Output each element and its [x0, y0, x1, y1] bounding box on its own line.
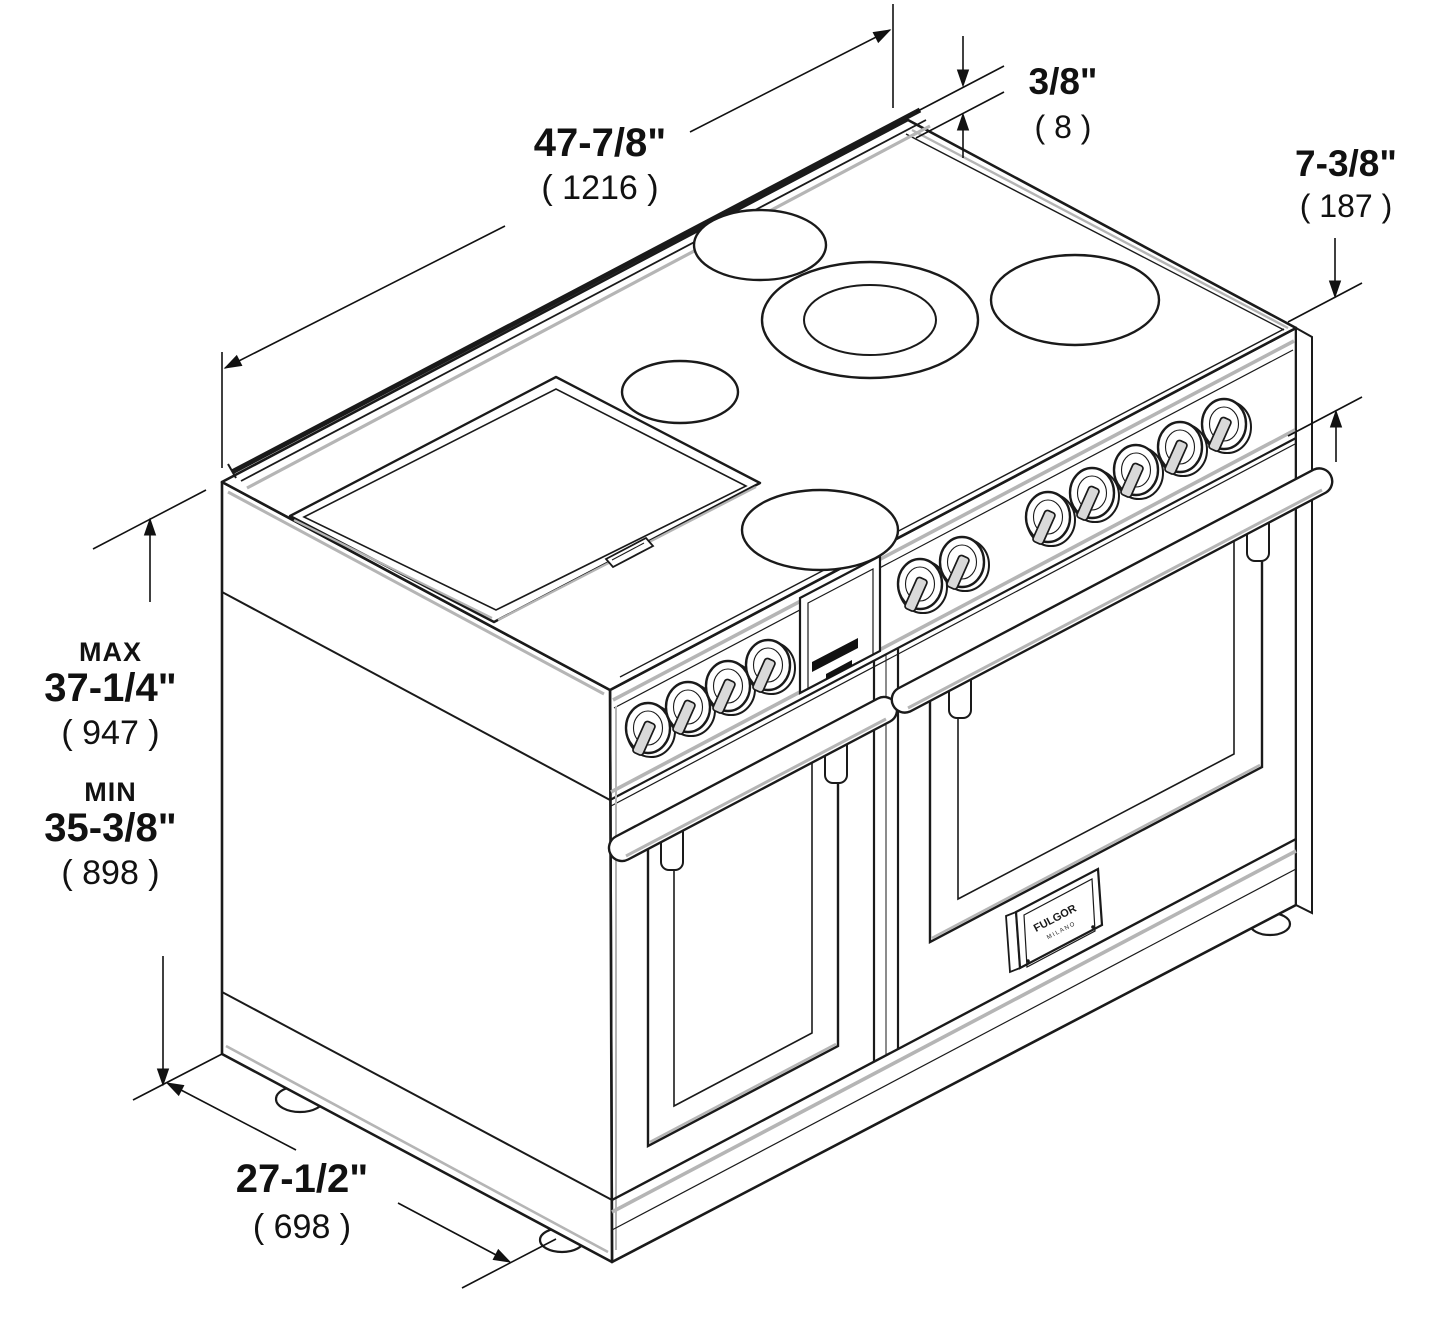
left-door-handle: [607, 695, 899, 871]
control-panel: [609, 339, 1297, 1250]
burner-back-left: [692, 208, 828, 282]
control-knob: [704, 659, 756, 716]
control-knob: [1112, 443, 1164, 500]
width-dimension-label: 47-7/8" ( 1216 ): [440, 121, 760, 208]
display-readout: [826, 660, 852, 680]
right-door-handle: [890, 467, 1334, 719]
backguard-dimension-lines: [915, 36, 1005, 158]
burner-center-outer: [760, 260, 980, 380]
side-panel-seams: [221, 490, 613, 1254]
depth-imperial: 27-1/2": [235, 1157, 369, 1201]
backguard-trim: [227, 107, 931, 490]
burner-back-right: [989, 253, 1161, 347]
width-dimension-lines: [221, 4, 894, 468]
control-panel-imperial: 7-3/8": [1295, 143, 1397, 184]
control-knob-row: [624, 397, 1252, 758]
griddle: [288, 375, 762, 624]
base-band: [611, 837, 1297, 1231]
height-dimension-lines: [92, 489, 223, 1101]
handle-bar: [607, 695, 899, 863]
cooktop-rim: [619, 128, 1289, 678]
depth-dimension-lines: [165, 1082, 557, 1289]
control-panel-dimension-lines: [1287, 238, 1363, 462]
burner-front-center: [740, 488, 900, 572]
control-knob: [1156, 420, 1208, 477]
control-knob: [1024, 490, 1076, 547]
control-panel-metric: ( 187 ): [1299, 187, 1393, 224]
burner-center-inner: [803, 284, 937, 356]
height-min-metric: ( 898 ): [61, 854, 160, 893]
backguard-dimension-label: 3/8" ( 8 ): [988, 62, 1138, 145]
oven-door-left: [646, 718, 840, 1148]
width-metric: ( 1216 ): [541, 169, 659, 208]
brand-badge: FULGOR MILANO: [1005, 867, 1104, 974]
control-knob: [1068, 466, 1120, 523]
height-max-imperial: 37-1/4": [44, 666, 177, 711]
oven-display: [798, 554, 882, 695]
griddle-latch: [604, 536, 655, 569]
control-knob: [1200, 397, 1252, 454]
control-knob: [624, 701, 676, 758]
control-panel-dimension-label: 7-3/8" ( 187 ): [1256, 144, 1436, 224]
control-knob: [938, 535, 990, 592]
right-return-edge: [1295, 326, 1313, 915]
control-knob: [744, 638, 796, 695]
display-readout: [812, 638, 858, 672]
control-knob: [664, 680, 716, 737]
control-knob: [896, 557, 948, 614]
height-min-qualifier: MIN: [84, 777, 137, 808]
height-dimension-label: MAX 37-1/4" ( 947 ) MIN 35-3/8" ( 898 ): [18, 637, 203, 893]
height-max-qualifier: MAX: [79, 637, 142, 667]
burner-mid-left: [620, 359, 740, 425]
depth-metric: ( 698 ): [252, 1208, 352, 1247]
height-min-imperial: 35-3/8": [44, 806, 177, 851]
handle-bar: [890, 467, 1334, 714]
height-max-metric: ( 947 ): [61, 714, 160, 753]
backguard-imperial: 3/8": [1028, 61, 1098, 102]
burner-zones: [620, 208, 1161, 572]
width-imperial: 47-7/8": [533, 121, 667, 165]
backguard-metric: ( 8 ): [1034, 108, 1092, 145]
depth-dimension-label: 27-1/2" ( 698 ): [192, 1157, 412, 1247]
